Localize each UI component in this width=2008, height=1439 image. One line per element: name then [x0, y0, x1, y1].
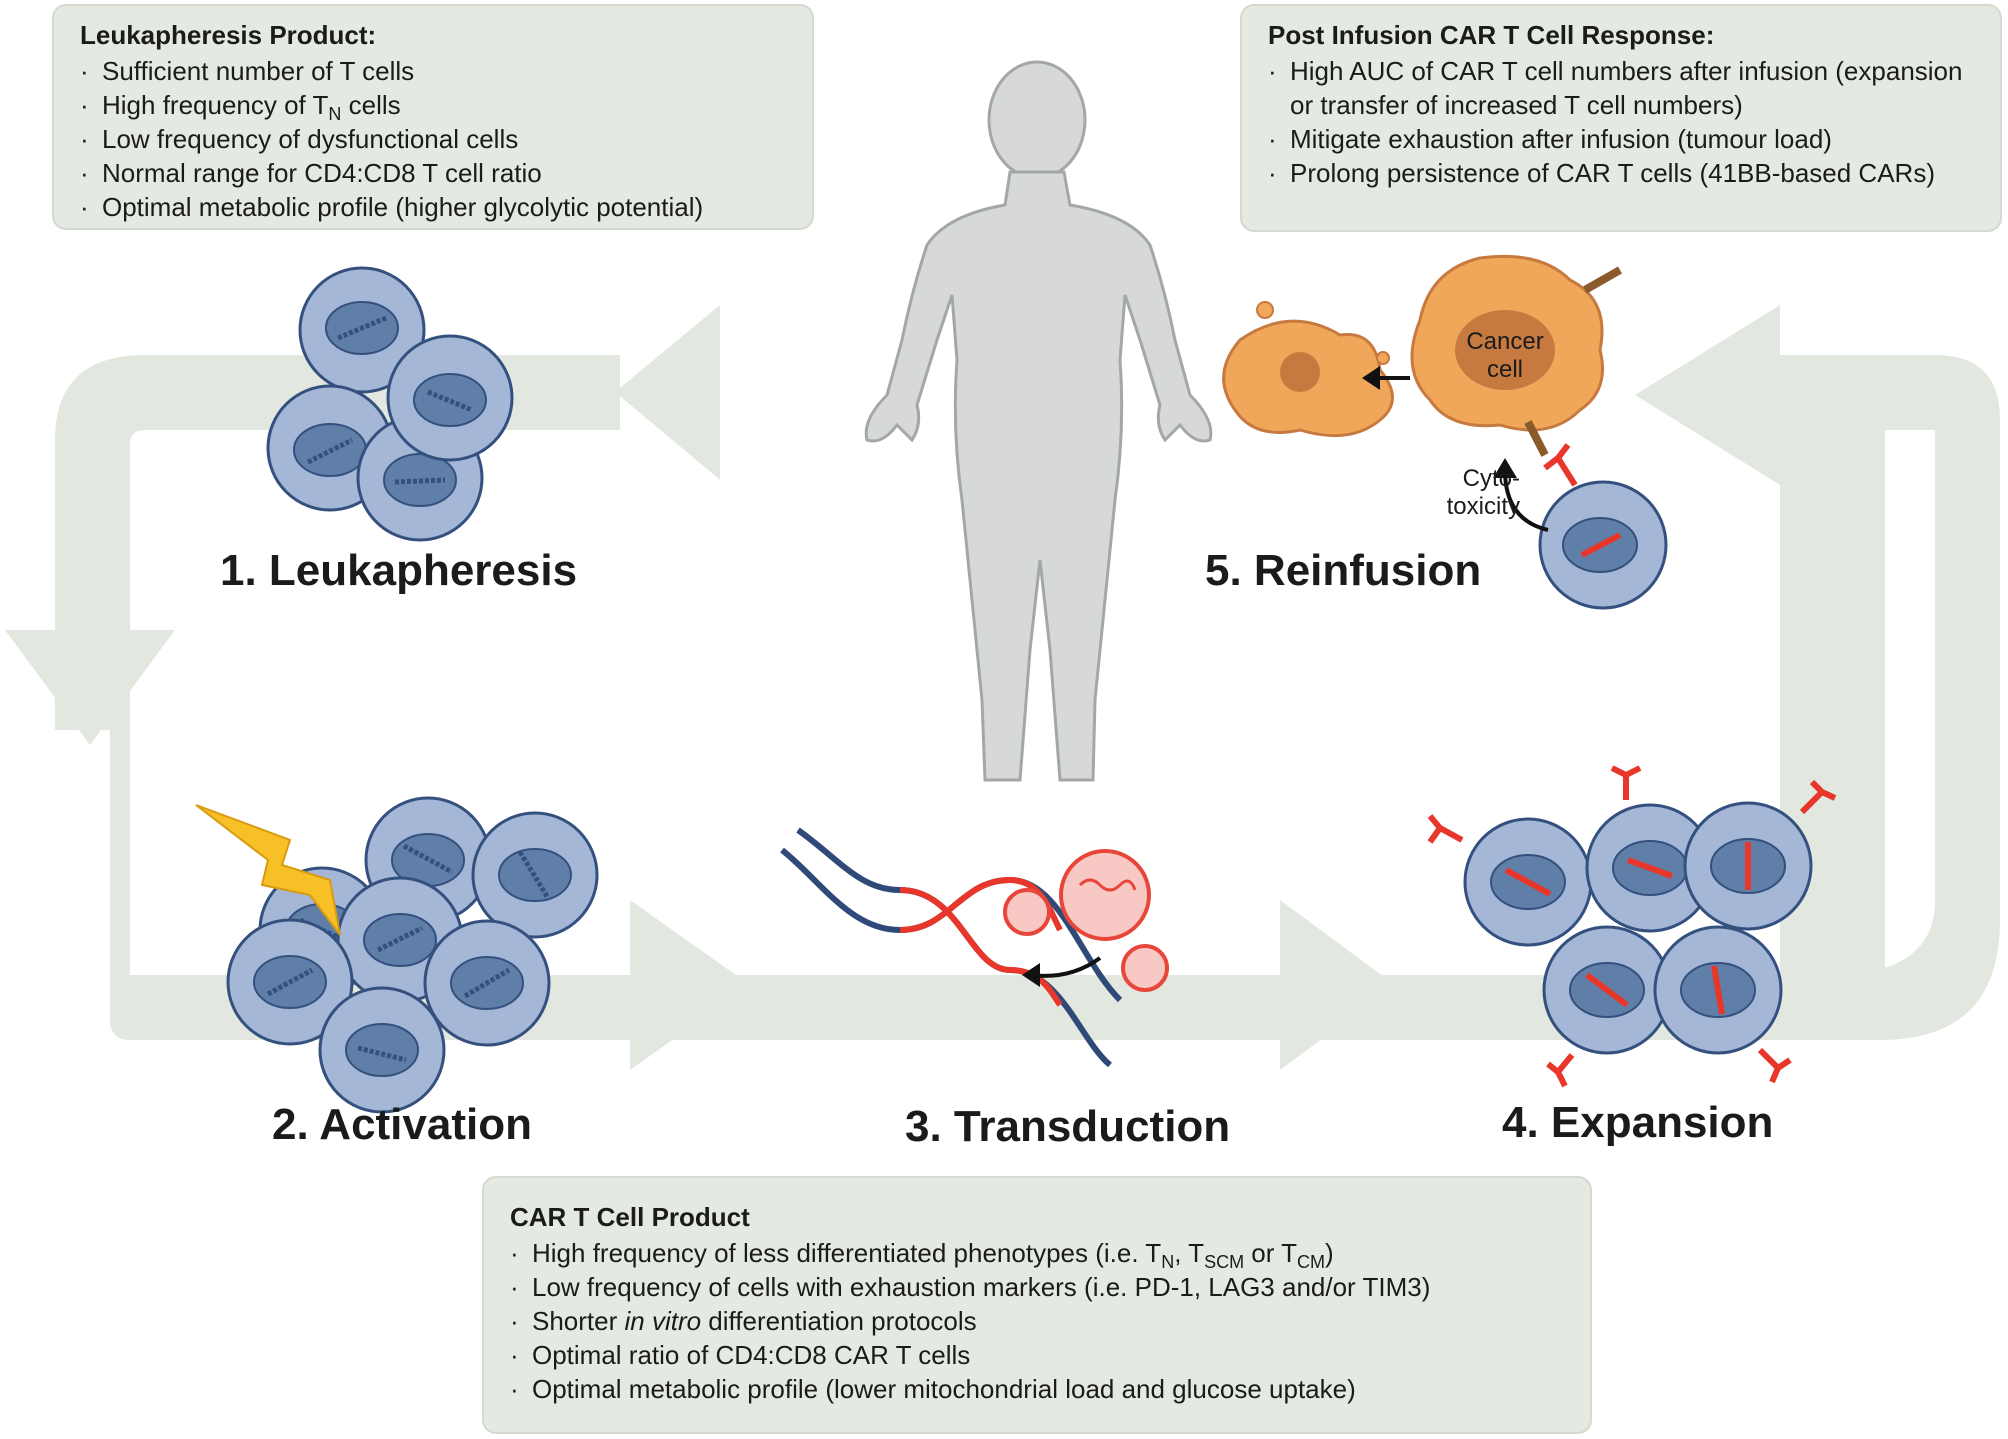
car-t-cell: [1653, 925, 1783, 1055]
transduction-arrowhead: [1022, 963, 1040, 987]
leukapheresis-product-box: Leukapheresis Product: ·Sufficient numbe…: [52, 4, 814, 230]
dying-cancer-nucleus: [1280, 352, 1320, 392]
car-t-product-box: CAR T Cell Product ·High frequency of le…: [482, 1176, 1592, 1434]
criteria-list: ·High AUC of CAR T cell numbers after in…: [1268, 54, 1982, 190]
list-item: ·Optimal metabolic profile (higher glyco…: [80, 192, 704, 222]
box-title: CAR T Cell Product: [510, 1202, 750, 1232]
list-item: ·Prolong persistence of CAR T cells (41B…: [1268, 158, 1935, 188]
box-title: Post Infusion CAR T Cell Response:: [1268, 20, 1715, 50]
car-receptor: [1543, 443, 1578, 487]
cytotoxicity-arrowhead: [1493, 458, 1517, 478]
arrowhead-down-left: [5, 630, 175, 745]
step-expansion-label: 4. Expansion: [1502, 1098, 1774, 1147]
cytotoxicity-label: Cyto- toxicity: [1446, 465, 1520, 520]
car-t-cell: [1683, 801, 1813, 931]
loop-right-corner: [1780, 355, 2000, 1040]
t-cell: [471, 811, 599, 939]
list-item: ·Optimal metabolic profile (lower mitoch…: [510, 1374, 1356, 1404]
cancer-nucleus: [1455, 310, 1555, 390]
step-leukapheresis-label: 1. Leukapheresis: [220, 546, 578, 595]
list-item: ·High frequency of TN cells: [80, 90, 401, 124]
leukapheresis-cells: [266, 266, 514, 542]
arrowhead-up-right: [1635, 305, 1780, 485]
reinfusion-illustration: [1222, 254, 1668, 610]
car-t-cell: [1585, 803, 1715, 933]
t-cell: [318, 986, 446, 1114]
list-item: ·Low frequency of dysfunctional cells: [80, 124, 519, 154]
t-cell: [423, 919, 551, 1047]
list-item: ·Normal range for CD4:CD8 T cell ratio: [80, 158, 542, 188]
list-item: ·High frequency of less differentiated p…: [510, 1238, 1334, 1272]
car-t-cell: [1542, 925, 1672, 1055]
list-item: ·Low frequency of cells with exhaustion …: [510, 1272, 1431, 1302]
list-item: ·Sufficient number of T cells: [80, 56, 415, 86]
arrowhead-right-2: [1280, 900, 1395, 1070]
human-silhouette-icon: [864, 60, 1213, 782]
cancer-cell-label: Cancer cell: [1466, 328, 1544, 383]
list-item: ·High AUC of CAR T cell numbers after in…: [1268, 56, 1963, 120]
car-t-cell: [1463, 817, 1593, 947]
target-receptor: [1524, 266, 1622, 457]
step-transduction-label: 3. Transduction: [905, 1102, 1231, 1151]
t-cell: [298, 266, 426, 394]
criteria-list: ·Sufficient number of T cells ·High freq…: [80, 54, 812, 224]
list-item: ·Mitigate exhaustion after infusion (tum…: [1268, 124, 1832, 154]
lightning-icon: [195, 804, 341, 936]
car-t-cell: [1538, 480, 1668, 610]
car-receptor: [1427, 765, 1837, 1088]
criteria-list: ·High frequency of less differentiated p…: [510, 1236, 1590, 1406]
list-item: ·Shorter in vitro differentiation protoc…: [510, 1306, 977, 1336]
cytotoxicity-arrow: [1503, 469, 1549, 532]
activation-cells: [195, 796, 599, 1114]
post-infusion-box: Post Infusion CAR T Cell Response: ·High…: [1240, 4, 2002, 232]
virus-icon: [1003, 849, 1169, 992]
t-cell: [226, 918, 354, 1046]
expansion-cells: [1427, 765, 1837, 1088]
loop-band: [55, 355, 1885, 1040]
arrowhead-left-top: [615, 305, 720, 480]
step-reinfusion-label: 5. Reinfusion: [1205, 546, 1482, 595]
list-item: ·Optimal ratio of CD4:CD8 CAR T cells: [510, 1340, 971, 1370]
step-activation-label: 2. Activation: [272, 1100, 532, 1149]
box-title: Leukapheresis Product:: [80, 20, 377, 50]
kill-arrowhead: [1362, 366, 1380, 390]
t-cell: [386, 334, 514, 462]
arrowhead-right-1: [630, 900, 750, 1070]
